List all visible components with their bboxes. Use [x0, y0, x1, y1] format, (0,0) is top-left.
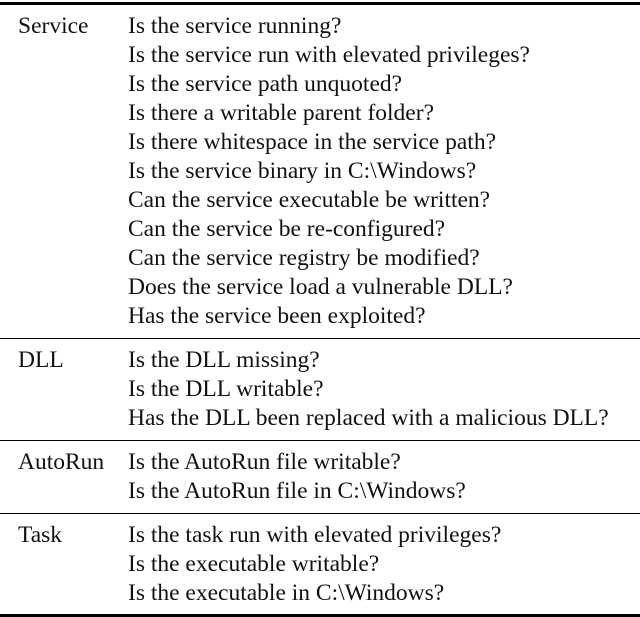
question-text: Can the service registry be modified?	[128, 245, 480, 271]
table-section-autorun: AutoRun Is the AutoRun file writable? Is…	[0, 440, 640, 513]
question-text: Is the AutoRun file in C:\Windows?	[128, 478, 466, 504]
question-text: Has the service been exploited?	[128, 303, 426, 329]
question-text: Is the service run with elevated privile…	[128, 42, 530, 68]
question-list: Is the service running? Is the service r…	[128, 12, 640, 331]
question-text: Is there a writable parent folder?	[128, 100, 434, 126]
question-text: Is the service running?	[128, 13, 342, 39]
table-section-task: Task Is the task run with elevated privi…	[0, 513, 640, 614]
question-text: Is the DLL writable?	[128, 376, 324, 402]
question-text: Is the task run with elevated privileges…	[128, 522, 502, 548]
question-list: Is the AutoRun file writable? Is the Aut…	[128, 448, 640, 506]
question-text: Can the service be re-configured?	[128, 216, 446, 242]
question-text: Does the service load a vulnerable DLL?	[128, 274, 513, 300]
question-text: Is the executable in C:\Windows?	[128, 580, 445, 606]
table-section-dll: DLL Is the DLL missing? Is the DLL writa…	[0, 338, 640, 440]
question-text: Is there whitespace in the service path?	[128, 129, 497, 155]
question-list: Is the task run with elevated privileges…	[128, 521, 640, 608]
question-text: Is the service binary in C:\Windows?	[128, 158, 477, 184]
question-text: Is the DLL missing?	[128, 347, 320, 373]
question-text: Is the service path unquoted?	[128, 71, 403, 97]
table-section-service: Service Is the service running? Is the s…	[0, 5, 640, 338]
category-label: Service	[18, 13, 89, 39]
category-label: Task	[18, 522, 63, 548]
question-list: Is the DLL missing? Is the DLL writable?…	[128, 346, 640, 433]
question-text: Can the service executable be written?	[128, 187, 491, 213]
category-label: AutoRun	[18, 449, 105, 475]
question-text: Has the DLL been replaced with a malicio…	[128, 405, 609, 431]
question-text: Is the executable writable?	[128, 551, 380, 577]
question-text: Is the AutoRun file writable?	[128, 449, 401, 475]
category-label: DLL	[18, 347, 64, 373]
